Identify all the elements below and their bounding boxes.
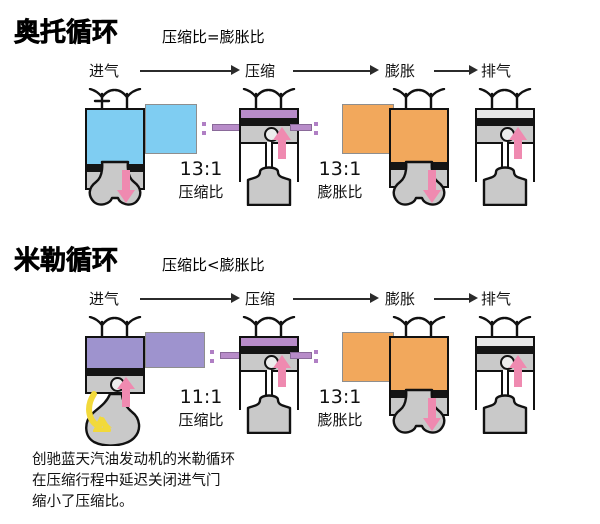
motion-arrow-up (508, 126, 527, 160)
otto-cycle-title: 奥托循环 (14, 18, 119, 49)
miller-cycle-title: 米勒循环 (14, 246, 119, 277)
motion-arrow-down (422, 398, 441, 432)
motion-arrow-up (508, 354, 527, 388)
otto-arrow-intake-to-compression (140, 65, 240, 76)
motion-arrow-up (272, 354, 291, 388)
miller-ratio-colon-2 (314, 350, 318, 368)
otto-compression-ratio-caption: 压缩比 (178, 183, 224, 201)
valve-assembly-icon (386, 316, 452, 340)
connecting-rod (501, 142, 509, 182)
valve-assembly-icon (472, 88, 538, 112)
otto-engine-expansion (386, 88, 452, 206)
crankshaft (472, 390, 538, 436)
piston-crown (85, 368, 145, 376)
otto-compression-ratio-value: 13:1 (179, 158, 223, 180)
miller-volume-box-expansion (342, 332, 394, 382)
miller-cycle-subtitle: 压缩比<膨胀比 (162, 256, 265, 274)
crankshaft (386, 160, 452, 206)
connecting-rod (501, 370, 509, 410)
otto-engine-exhaust (472, 88, 538, 206)
otto-ratio-colon-1 (202, 122, 206, 140)
valve-assembly-icon (236, 88, 302, 112)
crankshaft (236, 162, 302, 208)
valve-assembly-icon (82, 316, 148, 340)
otto-arrow-compression-to-expansion (293, 65, 379, 76)
miller-volume-bar-compressed-2 (290, 352, 312, 359)
otto-volume-box-intake (145, 104, 197, 154)
miller-stage-label-compression: 压缩 (245, 290, 276, 308)
gas-fill-expansion (391, 338, 447, 392)
cylinder-chamber (389, 336, 449, 392)
crankshaft (386, 388, 452, 434)
miller-arrow-compression-to-expansion (293, 293, 379, 304)
otto-engine-compression (236, 88, 302, 206)
gas-fill-compressed (241, 338, 297, 348)
otto-engine-intake (82, 88, 148, 206)
crankshaft (236, 390, 302, 436)
miller-compression-ratio-value: 11:1 (179, 386, 223, 408)
valve-assembly-icon (472, 316, 538, 340)
miller-expansion-ratio-caption: 膨胀比 (317, 411, 363, 429)
piston-crown (475, 118, 535, 126)
miller-stage-label-exhaust: 排气 (481, 290, 512, 308)
motion-arrow-down (116, 170, 135, 204)
caption-line-1: 创驰蓝天汽油发动机的米勒循环 (32, 452, 235, 468)
connecting-rod (265, 142, 273, 182)
miller-engine-compression (236, 316, 302, 434)
piston-crown (475, 346, 535, 354)
miller-engine-expansion (386, 316, 452, 434)
cylinder-chamber (85, 336, 145, 370)
gas-fill-exhaust (477, 110, 533, 120)
otto-cycle-subtitle: 压缩比=膨胀比 (162, 28, 265, 46)
piston-crown (239, 346, 299, 354)
otto-stage-label-exhaust: 排气 (481, 62, 512, 80)
miller-volume-box-intake (145, 332, 205, 368)
otto-stage-label-compression: 压缩 (245, 62, 276, 80)
cylinder-chamber (85, 108, 145, 166)
gas-fill-exhaust (477, 338, 533, 348)
otto-expansion-ratio-value: 13:1 (318, 158, 362, 180)
otto-ratio-colon-2 (314, 122, 318, 140)
valve-assembly-icon (82, 88, 148, 112)
miller-stage-label-intake: 进气 (89, 290, 120, 308)
otto-stage-label-expansion: 膨胀 (385, 62, 416, 80)
caption-line-2: 在压缩行程中延迟关闭进气门 (32, 473, 221, 489)
miller-engine-intake (82, 316, 148, 446)
caption-line-3: 缩小了压缩比。 (32, 494, 134, 510)
rotation-arrow-yellow (86, 390, 138, 432)
gas-fill-intake (87, 110, 143, 166)
gas-fill-compressed (241, 110, 297, 120)
motion-arrow-up (116, 376, 135, 408)
valve-assembly-icon (236, 316, 302, 340)
otto-stage-label-intake: 进气 (89, 62, 120, 80)
miller-arrow-expansion-to-exhaust (434, 293, 478, 304)
miller-stage-label-expansion: 膨胀 (385, 290, 416, 308)
miller-ratio-colon-1 (210, 350, 214, 368)
connecting-rod (265, 370, 273, 410)
otto-expansion-ratio-caption: 膨胀比 (317, 183, 363, 201)
motion-arrow-down (422, 170, 441, 204)
crankshaft (472, 162, 538, 208)
otto-arrow-expansion-to-exhaust (434, 65, 478, 76)
motion-arrow-up (272, 126, 291, 160)
gas-fill-expansion (391, 110, 447, 164)
otto-volume-bar-compressed-2 (290, 124, 312, 131)
gas-fill-intake-miller (87, 338, 143, 370)
valve-assembly-icon (386, 88, 452, 112)
miller-compression-ratio-caption: 压缩比 (178, 411, 224, 429)
miller-expansion-ratio-value: 13:1 (318, 386, 362, 408)
miller-arrow-intake-to-compression (140, 293, 240, 304)
crankshaft (82, 160, 148, 206)
miller-engine-exhaust (472, 316, 538, 434)
piston-crown (239, 118, 299, 126)
